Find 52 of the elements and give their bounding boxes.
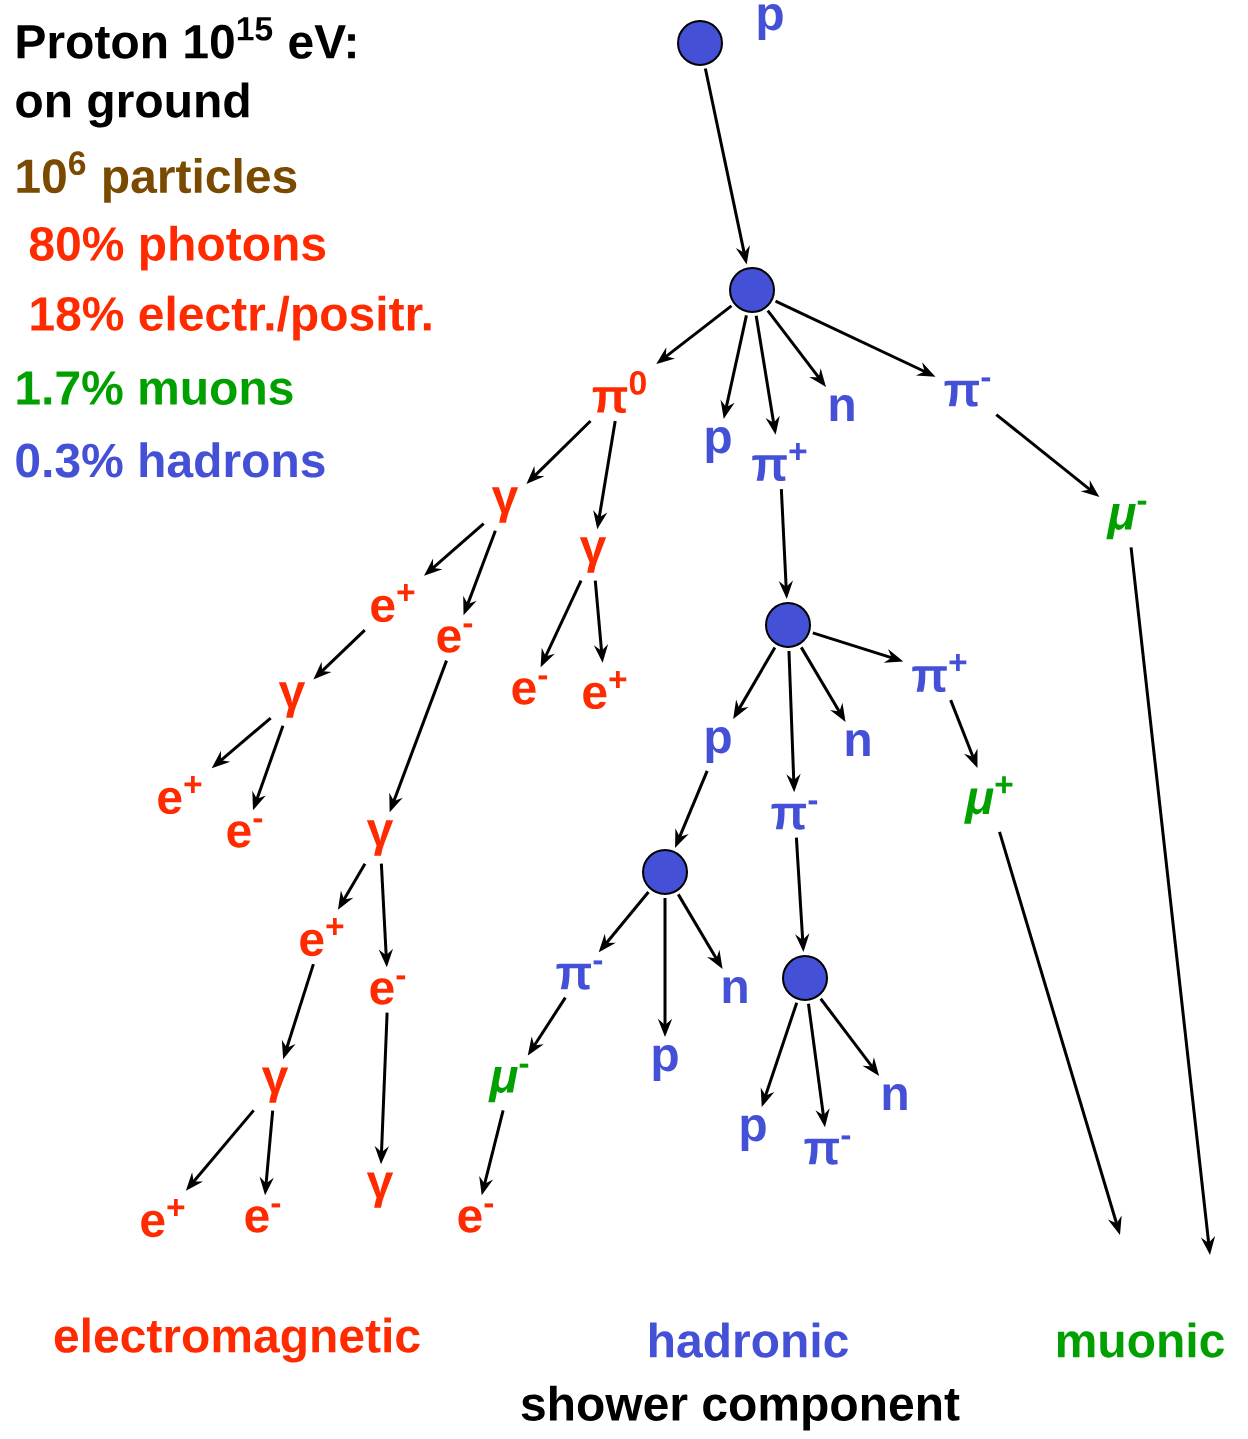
particle-label: π$^{+}$: [912, 653, 967, 693]
particle-label: n: [830, 395, 854, 421]
particle-label: n: [723, 977, 747, 1003]
particle-label: e$^{-}$: [227, 818, 263, 848]
interaction-vertex: [642, 849, 688, 895]
particle-label: p: [706, 727, 731, 763]
interaction-vertex: [729, 267, 775, 313]
component-label: electromagnetic: [54, 1317, 420, 1363]
particle-label: π$^{0}$: [592, 371, 646, 413]
particle-label: p: [653, 1045, 678, 1081]
particle-label: π$^{-}$: [556, 960, 603, 990]
particle-label: π$^{-}$: [771, 800, 818, 830]
particle-label: e$^{-}$: [512, 675, 548, 705]
particle-label: μ$^{+}$: [964, 776, 1013, 824]
particle-label: e$^{+}$: [371, 583, 415, 623]
particle-label: e$^{+}$: [583, 670, 627, 710]
particle-label: γ: [366, 820, 394, 856]
summary-text: 18% electr./positr.: [31, 295, 431, 341]
particle-label: γ: [278, 682, 306, 718]
particle-label: e$^{-}$: [437, 623, 473, 653]
particle-label: γ: [491, 487, 519, 523]
particle-label: μ$^{-}$: [1106, 500, 1147, 540]
interaction-vertex: [782, 955, 828, 1001]
particle-label: p: [706, 427, 731, 463]
particle-label: μ$^{-}$: [488, 1063, 529, 1103]
particle-label: γ: [579, 537, 607, 573]
particle-label: e$^{-}$: [458, 1203, 494, 1233]
summary-text: 1.7% muons: [17, 371, 293, 405]
particle-label: p: [758, 4, 783, 40]
particle-label: e$^{+}$: [158, 775, 202, 815]
particle-label: e$^{+}$: [141, 1198, 185, 1238]
particle-label: π$^{-}$: [804, 1135, 851, 1165]
particle-label: e$^{+}$: [300, 917, 344, 957]
component-label: muonic: [1057, 1322, 1224, 1358]
particle-label: γ: [261, 1067, 289, 1103]
particle-label: n: [846, 730, 870, 756]
heading-text: Proton 10$^{15}$ eV:: [17, 17, 355, 59]
particle-label: n: [883, 1084, 907, 1110]
heading-text: on ground: [16, 82, 249, 128]
particle-label: π$^{+}$: [752, 442, 807, 482]
caption-text: shower component: [521, 1385, 960, 1431]
particle-label: e$^{-}$: [370, 975, 406, 1005]
particle-label: γ: [366, 1172, 394, 1208]
summary-text: 10$^{6}$ particles: [17, 151, 297, 203]
particle-label: e$^{-}$: [245, 1203, 281, 1233]
component-label: hadronic: [650, 1322, 848, 1358]
summary-text: 80% photons: [29, 225, 326, 271]
summary-text: 0.3% hadrons: [16, 442, 325, 478]
interaction-vertex: [765, 602, 811, 648]
interaction-vertex: [677, 20, 723, 66]
particle-label: p: [741, 1115, 766, 1151]
particle-label: π$^{-}$: [944, 377, 991, 407]
